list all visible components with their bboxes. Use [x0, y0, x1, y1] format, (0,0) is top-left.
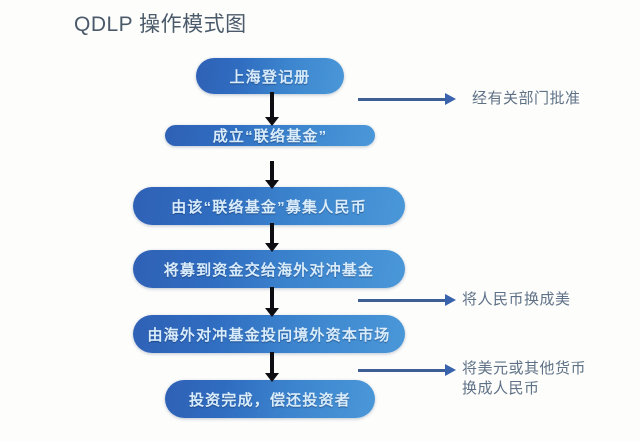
flow-step-2-label: 成立“联络基金”	[212, 128, 328, 145]
annotation-label-3-line1: 将美元或其他货币	[462, 360, 587, 377]
flow-step-1[interactable]: 上海登记册	[196, 58, 344, 94]
connector-arrow-1-to-2	[265, 92, 279, 126]
arrow-head-icon	[445, 93, 456, 105]
flow-step-6-label: 投资完成，偿还投资者	[188, 391, 351, 409]
flow-step-5[interactable]: 由海外对冲基金投向境外资本市场	[133, 315, 405, 353]
flow-step-1-label: 上海登记册	[229, 68, 311, 86]
annotation-arrow-1	[358, 93, 456, 105]
flow-step-5-label: 由海外对冲基金投向境外资本市场	[147, 326, 391, 344]
annotation-arrow-line	[358, 98, 446, 101]
arrow-head-icon	[265, 308, 279, 317]
annotation-label-3: 将美元或其他货币 换成人民币	[462, 359, 586, 399]
annotation-label-2: 将人民币换成美	[462, 291, 571, 308]
connector-stem	[270, 92, 274, 117]
connector-arrow-3-to-4	[265, 223, 279, 252]
connector-stem	[270, 223, 274, 243]
annotation-label-3-line2: 换成人民币	[462, 380, 540, 397]
connector-arrow-4-to-5	[265, 287, 279, 317]
flow-step-3[interactable]: 由该“联络基金”募集人民币	[133, 187, 405, 225]
connector-stem	[270, 161, 274, 180]
page-title: QDLP 操作模式图	[74, 13, 247, 36]
flow-step-4-label: 将募到资金交给海外对冲基金	[163, 261, 375, 279]
annotation-arrow-3	[358, 364, 456, 376]
annotation-arrow-line	[358, 369, 446, 372]
flow-step-6[interactable]: 投资完成，偿还投资者	[165, 380, 375, 418]
connector-arrow-2-to-3	[265, 161, 279, 189]
connector-stem	[270, 352, 274, 373]
annotation-arrow-2	[358, 294, 456, 306]
flow-step-4[interactable]: 将募到资金交给海外对冲基金	[133, 250, 405, 288]
flow-step-3-label: 由该“联络基金”募集人民币	[171, 198, 367, 216]
annotation-label-1: 经有关部门批准	[472, 90, 581, 107]
arrow-head-icon	[265, 243, 279, 252]
arrow-head-icon	[445, 294, 456, 306]
annotation-arrow-line	[358, 299, 446, 302]
arrow-head-icon	[265, 373, 279, 382]
flow-step-2[interactable]: 成立“联络基金”	[165, 125, 375, 146]
arrow-head-icon	[265, 117, 279, 126]
arrow-head-icon	[265, 180, 279, 189]
connector-arrow-5-to-6	[265, 352, 279, 382]
connector-stem	[270, 287, 274, 308]
arrow-head-icon	[445, 364, 456, 376]
